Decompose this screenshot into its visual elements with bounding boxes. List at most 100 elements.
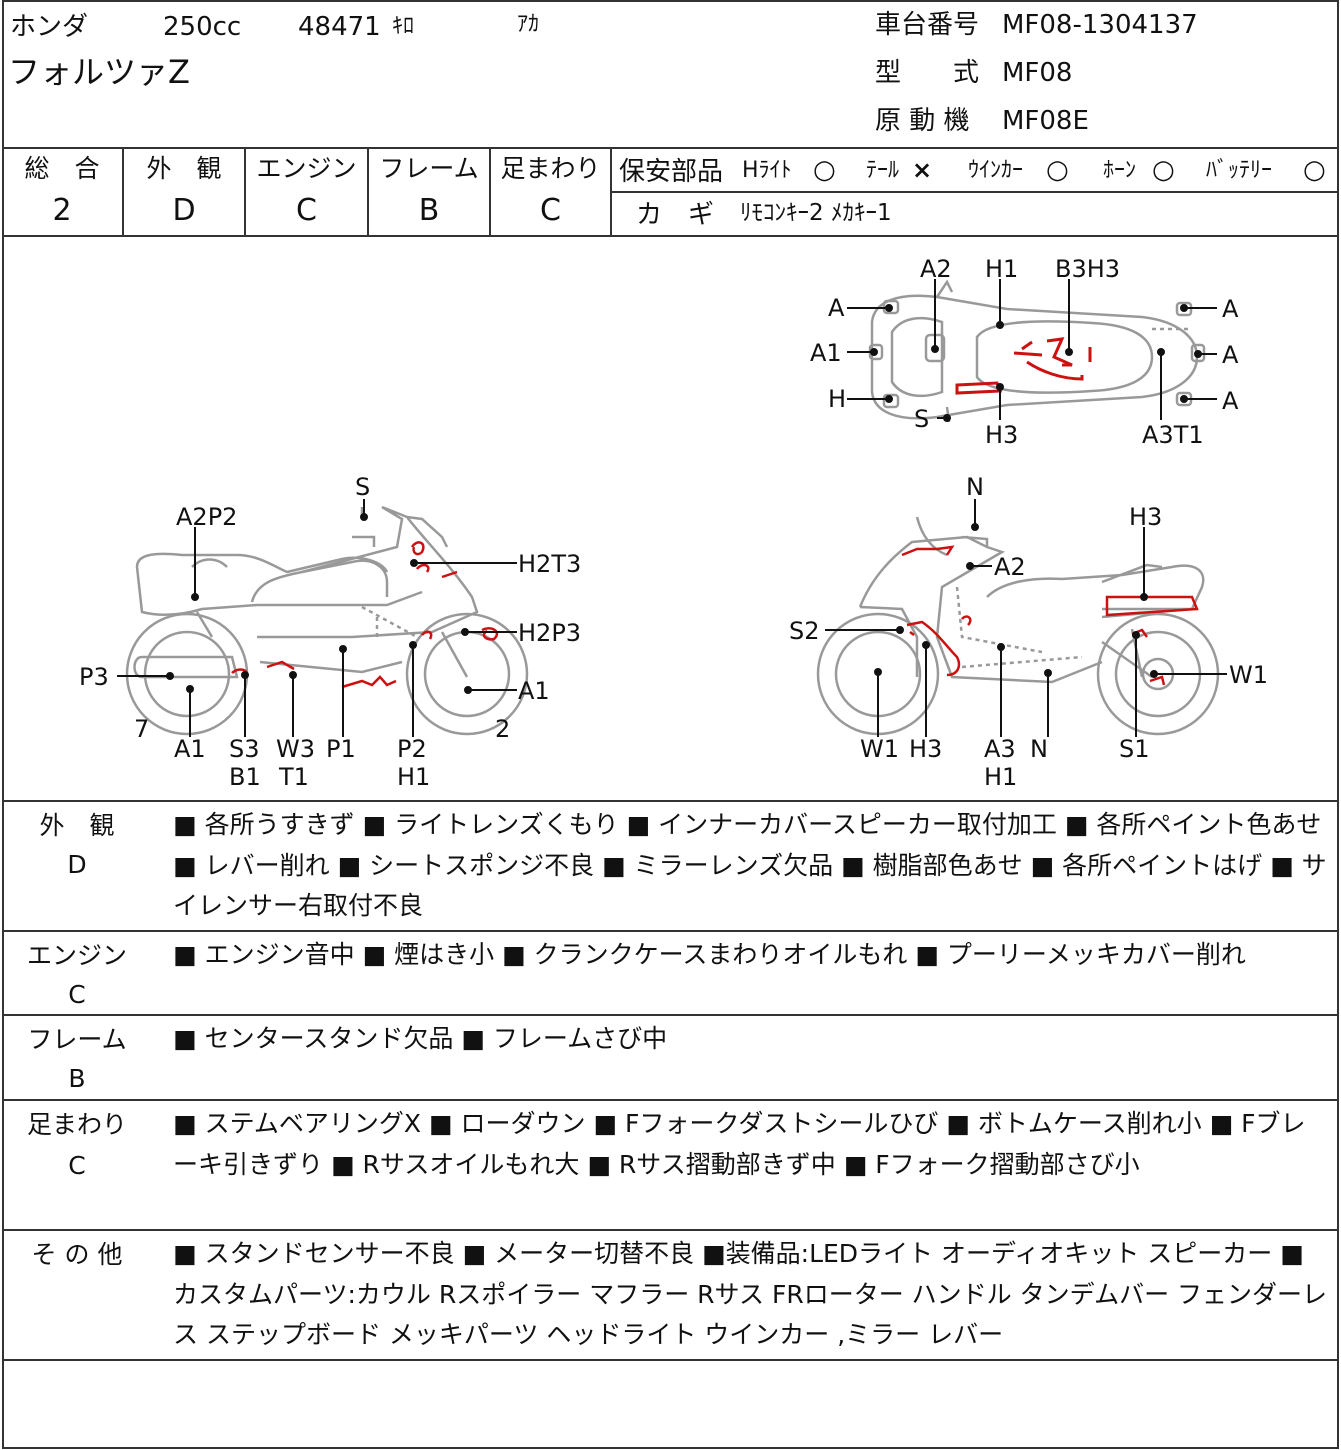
model-name: フォルツァZ (8, 53, 190, 91)
top-label: A2 (920, 255, 952, 283)
safety-battery-mark: ○ (1303, 155, 1326, 185)
grade-value-suspension: C (540, 193, 561, 228)
top-label: A (1222, 295, 1239, 323)
grid-line (244, 148, 246, 236)
grades-divider (2, 235, 1339, 237)
right-label: H3 (909, 735, 942, 763)
engine-label: 原 動 機 (875, 106, 970, 136)
border-top (2, 0, 1339, 2)
section-suspension-text: ■ ステムベアリングX ■ ローダウン ■ Fフォークダストシールひび ■ ボト… (173, 1109, 1306, 1179)
top-label: B3H3 (1055, 255, 1120, 283)
grade-value-engine: C (296, 193, 317, 228)
section-frame-text: ■ センタースタンド欠品 ■ フレームさび中 (173, 1024, 668, 1053)
grid-line (367, 148, 369, 236)
section-exterior-label: 外 観 (39, 811, 115, 840)
section-divider (2, 1359, 1339, 1361)
diagram-divider (2, 800, 1339, 802)
top-view-labels: A2 H1 B3H3 A A1 H S H3 A3T1 A A A (810, 255, 1239, 449)
grid-line (122, 148, 124, 236)
maker: ホンダ (10, 12, 89, 42)
top-label: A (828, 294, 845, 322)
section-suspension-label: 足まわり (26, 1110, 127, 1139)
frame-no-label: 車台番号 (875, 10, 980, 40)
left-label: P1 (326, 735, 356, 763)
top-view-markers (847, 279, 1217, 422)
right-label: S2 (789, 617, 820, 645)
right-label: N (966, 473, 984, 501)
safety-horn: ﾎｰﾝ (1103, 158, 1137, 183)
left-label: W3 (276, 735, 315, 763)
section-divider (2, 1099, 1339, 1101)
section-frame-label: フレーム (27, 1025, 127, 1054)
header-divider (2, 147, 1339, 149)
safety-battery: ﾊﾞｯﾃﾘｰ (1206, 158, 1273, 183)
top-label: A (1222, 341, 1239, 369)
left-label: 2 (495, 715, 510, 743)
left-label: P3 (79, 663, 109, 691)
grade-value-frame: B (418, 193, 440, 228)
left-label: A1 (518, 677, 550, 705)
type-value: MF08 (1002, 58, 1073, 88)
section-engine-text: ■ エンジン音中 ■ 煙はき小 ■ クランクケースまわりオイルもれ ■ プーリー… (173, 940, 1246, 969)
left-label: A2P2 (176, 503, 237, 531)
left-label: S (355, 473, 370, 501)
top-label: H (828, 385, 846, 413)
right-label: W1 (1229, 661, 1268, 689)
left-label: 7 (134, 715, 149, 743)
top-label: A (1222, 387, 1239, 415)
top-label: H1 (985, 255, 1018, 283)
top-view-sketch (868, 279, 1206, 423)
engine-cc: 250cc (163, 12, 242, 42)
damage-diagram: A2 H1 B3H3 A A1 H S H3 A3T1 A A A (79, 255, 1268, 791)
grade-value-total: 2 (52, 193, 72, 228)
right-view-markers (825, 499, 1227, 737)
grade-label-exterior: 外 観 (146, 154, 222, 183)
grade-label-suspension: 足まわり (500, 154, 601, 183)
right-label: H1 (984, 763, 1017, 791)
body-color: ｱｶ (517, 12, 540, 37)
left-label: H1 (397, 763, 430, 791)
safety-label: 保安部品 (619, 157, 724, 187)
section-exterior-text: ■ 各所うすきず ■ ライトレンズくもり ■ インナーカバースピーカー取付加工 … (173, 810, 1327, 920)
left-label: B1 (229, 763, 261, 791)
grade-label-total: 総 合 (24, 154, 100, 183)
top-label: H3 (985, 421, 1018, 449)
section-suspension-grade: C (68, 1151, 86, 1180)
right-label: A2 (994, 553, 1026, 581)
top-label: S (914, 405, 929, 433)
top-label: A3T1 (1142, 421, 1204, 449)
grade-label-frame: フレーム (379, 154, 479, 183)
safety-headlight-mark: ○ (813, 155, 836, 185)
grade-value-exterior: D (172, 193, 196, 228)
grid-line (612, 191, 1337, 193)
safety-tail: ﾃｰﾙ (866, 158, 900, 183)
left-view-markers (117, 499, 517, 737)
safety-winker-mark: ○ (1046, 155, 1069, 185)
left-label: S3 (229, 735, 260, 763)
section-exterior-grade: D (67, 850, 87, 879)
right-label: N (1030, 735, 1048, 763)
top-label: A1 (810, 339, 842, 367)
key-value: ﾘﾓｺﾝｷｰ2 ﾒｶｷｰ1 (740, 200, 892, 226)
right-view-labels: N H3 A2 S2 W1 W1 H3 A3 H1 N S1 (789, 473, 1268, 791)
section-other-text: ■ スタンドセンサー不良 ■ メーター切替不良 ■装備品:LEDライト オーディ… (173, 1239, 1328, 1349)
left-label: T1 (278, 763, 309, 791)
left-view-sketch (125, 505, 529, 736)
safety-headlight: Hﾗｲﾄ (742, 158, 792, 183)
section-frame-grade: B (68, 1064, 86, 1093)
left-label: A1 (174, 735, 206, 763)
type-label: 型 式 (875, 58, 980, 88)
right-label: S1 (1119, 735, 1150, 763)
section-engine-grade: C (68, 980, 86, 1009)
safety-horn-mark: ○ (1152, 155, 1175, 185)
grid-line (610, 148, 612, 236)
right-label: H3 (1129, 503, 1162, 531)
grid-line (489, 148, 491, 236)
left-label: H2T3 (518, 550, 581, 578)
border-right (1337, 0, 1339, 1449)
section-engine-label: エンジン (26, 941, 127, 970)
mileage-unit: ｷﾛ (392, 14, 415, 39)
left-label: P2 (397, 735, 427, 763)
mileage: 48471 (298, 12, 381, 42)
